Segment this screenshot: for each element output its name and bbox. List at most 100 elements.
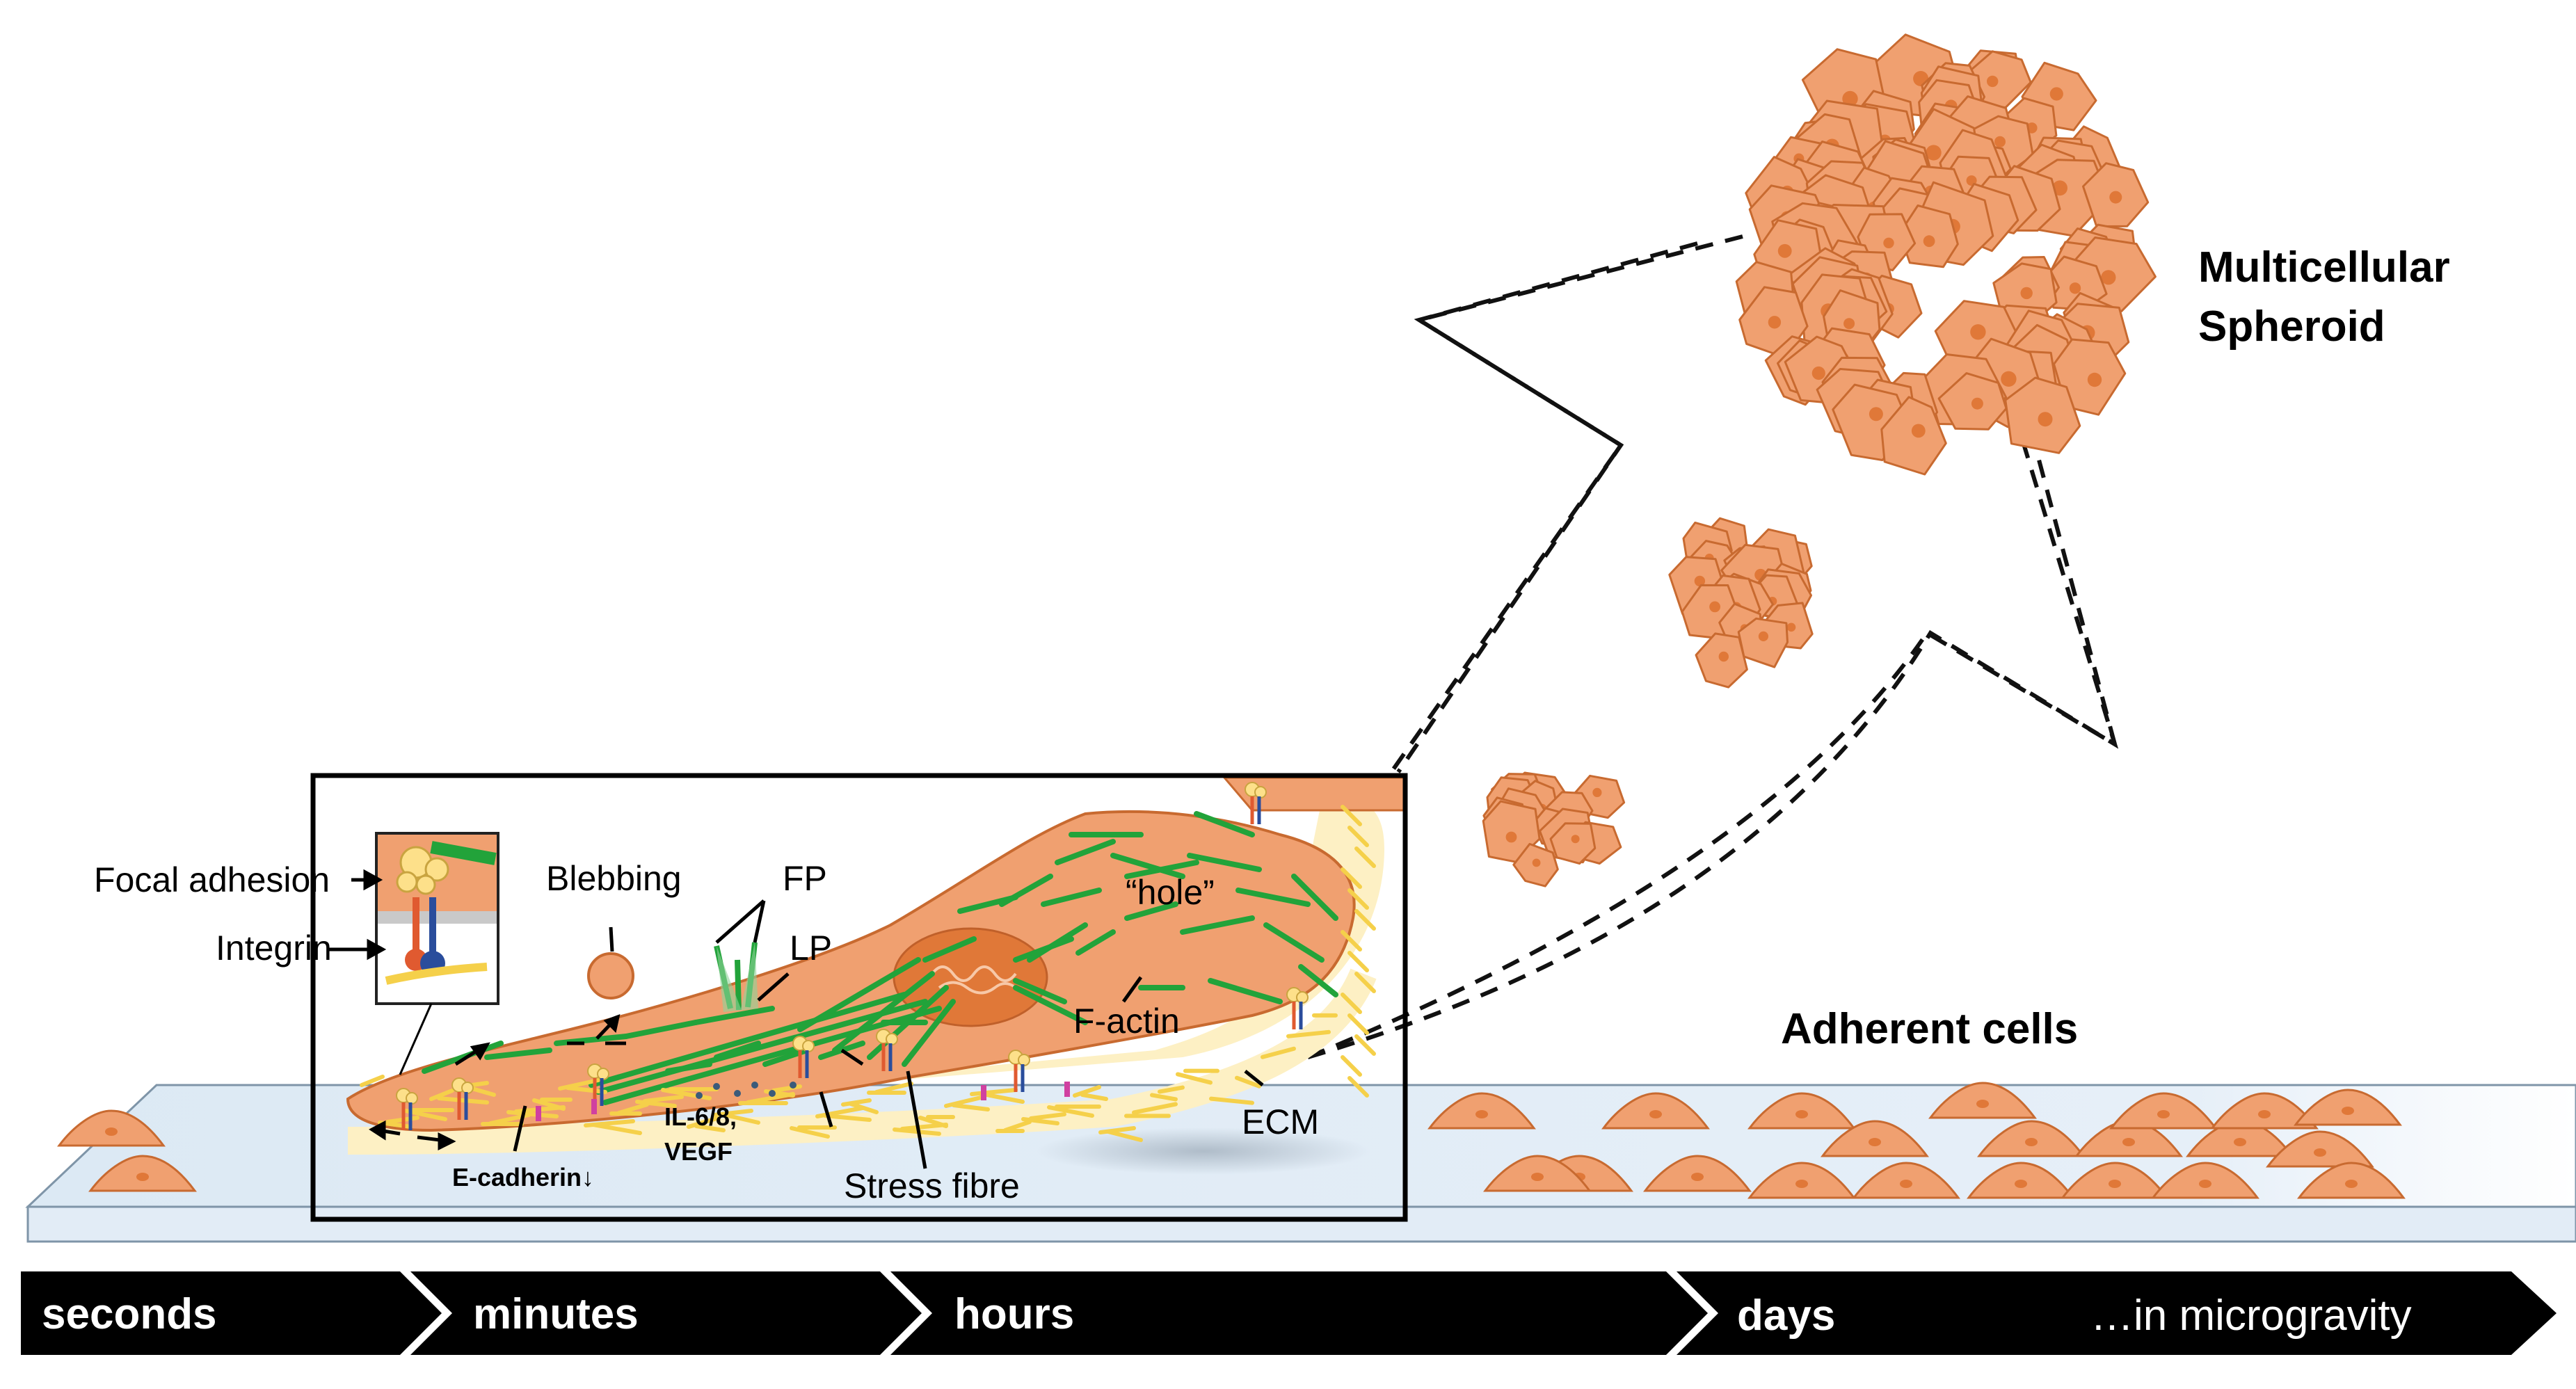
ecm-fibres bbox=[360, 805, 1376, 1142]
integrin-receptor bbox=[396, 1088, 418, 1130]
timeline-microgravity: …in microgravity bbox=[2090, 1292, 2412, 1340]
e-cadherin-marker bbox=[981, 1085, 986, 1100]
actin-filament bbox=[665, 1061, 712, 1074]
adherent-cell bbox=[88, 1155, 197, 1192]
adherent-cell bbox=[1977, 1120, 2086, 1157]
integrin-receptor bbox=[451, 1077, 474, 1120]
label-adherent-cells: Adherent cells bbox=[1781, 1005, 2078, 1053]
ecm-fibre bbox=[1209, 1096, 1254, 1105]
actin-filament bbox=[623, 1020, 698, 1039]
timeline-seg-seconds bbox=[21, 1271, 442, 1355]
ecm-fibre bbox=[712, 1109, 753, 1117]
ecm-fibre bbox=[687, 1116, 719, 1129]
timeline-days: days bbox=[1737, 1292, 1835, 1340]
actin-filament bbox=[484, 1047, 552, 1060]
ecm-fibre bbox=[360, 1075, 385, 1087]
ecm-fibre bbox=[977, 1091, 1025, 1104]
label-integrin: Integrin bbox=[216, 929, 332, 968]
adherent-cell bbox=[2061, 1162, 2169, 1199]
actin-filament bbox=[922, 936, 977, 963]
spheroid-cell bbox=[1695, 632, 1748, 689]
ecm-fibre bbox=[1047, 1105, 1094, 1118]
ecm-fibre bbox=[1341, 805, 1362, 826]
actin-filament bbox=[999, 874, 1053, 907]
spheroid-cell bbox=[1737, 617, 1789, 668]
adherent-cell bbox=[1928, 1082, 2037, 1119]
medium-cluster bbox=[1668, 517, 1814, 689]
ecm-fibre bbox=[944, 1095, 983, 1108]
label-blebbing: Blebbing bbox=[546, 859, 682, 898]
ecm-fibre bbox=[790, 1126, 830, 1139]
actin-filament bbox=[714, 1041, 761, 1060]
actin-filament bbox=[1075, 929, 1116, 956]
ecm-fibre bbox=[1341, 1055, 1362, 1077]
timeline-seg-days bbox=[1677, 1271, 2557, 1355]
timeline-seconds: seconds bbox=[42, 1290, 217, 1338]
ecm-fibre bbox=[1286, 1029, 1331, 1038]
cytokine-dots bbox=[696, 1082, 797, 1099]
ecm-fibre bbox=[506, 1110, 559, 1118]
actin-filament bbox=[797, 957, 921, 1032]
actin-filament bbox=[1291, 874, 1338, 921]
actin-filament bbox=[1180, 915, 1255, 935]
label-focal-adhesion: Focal adhesion bbox=[94, 860, 330, 899]
ecm-fibre bbox=[1341, 993, 1362, 1014]
ecm-fibre bbox=[1132, 1102, 1178, 1115]
ecm-fibre bbox=[1341, 867, 1362, 889]
label-lp: LP bbox=[790, 929, 832, 968]
growth-arrow-left bbox=[1389, 234, 1743, 773]
ecm-fibre bbox=[970, 1088, 1018, 1096]
timeline: seconds minutes hours days …in micrograv… bbox=[21, 1271, 2557, 1355]
ecm-fibre bbox=[841, 1098, 872, 1107]
ecm-fibre bbox=[1347, 1076, 1369, 1098]
ecm-fibre bbox=[1176, 1072, 1213, 1085]
adherent-cell bbox=[2266, 1130, 2374, 1168]
label-arrows bbox=[327, 869, 1264, 1169]
spheroid-cell bbox=[1937, 372, 2008, 431]
ecm-fibre bbox=[643, 1095, 684, 1103]
actin-filament bbox=[1013, 985, 1088, 1025]
actin-filament bbox=[595, 999, 928, 1095]
ecm-fibre bbox=[1021, 1117, 1059, 1125]
timeline-seg-hours bbox=[890, 1271, 1708, 1355]
actin-filament bbox=[1298, 964, 1338, 997]
actin-filament bbox=[1013, 978, 1067, 1004]
ecm-fibre bbox=[1354, 846, 1376, 868]
ecm-fibre bbox=[952, 1103, 990, 1111]
ecm-fibre bbox=[823, 1114, 872, 1122]
adherent-cells-group bbox=[57, 1082, 2406, 1199]
ecm-fibre bbox=[1073, 1085, 1101, 1098]
ecm-fibre bbox=[429, 1089, 454, 1101]
growth-arrow bbox=[1306, 241, 2118, 1059]
actin-filament bbox=[902, 999, 956, 1067]
adherent-cell bbox=[1967, 1162, 2075, 1199]
ecm-fibre bbox=[635, 1100, 677, 1108]
integrin-receptor bbox=[1286, 987, 1309, 1029]
ecm-fibre bbox=[1029, 1112, 1066, 1121]
actin-filament bbox=[1235, 888, 1311, 907]
adherent-cell bbox=[1852, 1162, 1960, 1199]
integrin-receptor bbox=[587, 1063, 609, 1106]
e-cadherin-marker bbox=[591, 1099, 597, 1114]
motion-arrows bbox=[369, 1014, 864, 1151]
ecm-fibre bbox=[815, 1106, 865, 1118]
adherent-cell bbox=[1821, 1120, 1929, 1157]
actin-filament bbox=[422, 1041, 504, 1074]
adherent-cell bbox=[2294, 1089, 2402, 1126]
timeline-hours: hours bbox=[954, 1290, 1074, 1338]
ecm-fibre bbox=[1347, 888, 1369, 910]
ecm-fibre bbox=[1354, 1034, 1376, 1056]
e-cadherin-marker bbox=[1064, 1082, 1070, 1097]
ecm-fibre bbox=[1158, 1085, 1185, 1094]
ecm-fibre bbox=[1347, 826, 1369, 847]
ecm-fibre bbox=[437, 1096, 489, 1105]
spheroid-cell bbox=[1482, 800, 1541, 863]
label-stress-fibre: Stress fibre bbox=[844, 1166, 1020, 1205]
multicellular-spheroid bbox=[1735, 33, 2157, 476]
actin-filament bbox=[1208, 978, 1283, 1004]
ecm-fibre bbox=[1150, 1093, 1178, 1102]
ecm-fibre bbox=[566, 1086, 607, 1094]
adherent-cell bbox=[1643, 1155, 1752, 1192]
adherent-cell bbox=[1601, 1092, 1710, 1130]
